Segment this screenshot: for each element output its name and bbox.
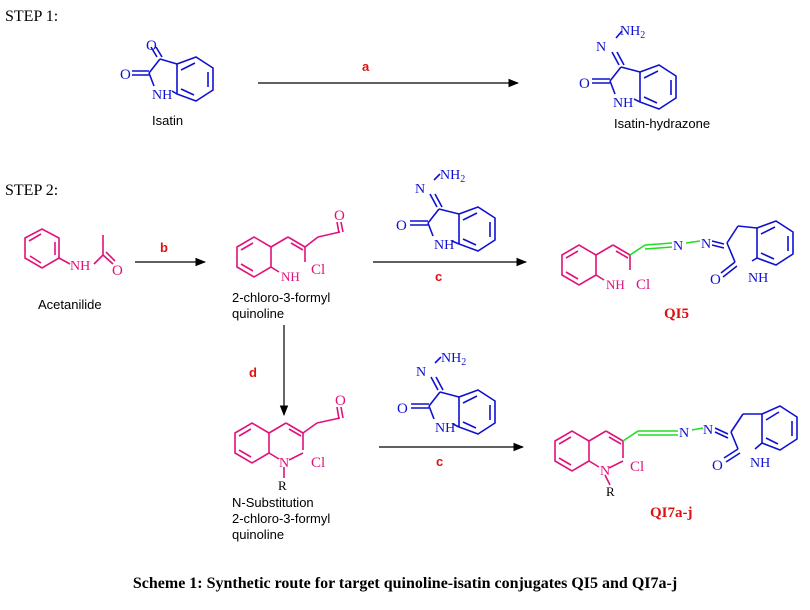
qi7-nh-label: NH xyxy=(750,456,770,471)
qi7-n2-label: N xyxy=(703,423,713,438)
nsub-name-line2: 2-chloro-3-formyl xyxy=(232,511,330,526)
acetanilide-name: Acetanilide xyxy=(38,297,102,312)
isatin-oxo-label: O xyxy=(146,38,157,54)
qi5-linker xyxy=(629,240,701,256)
scheme-caption: Scheme 1: Synthetic route for target qui… xyxy=(132,575,678,592)
acetanilide-nh-label: NH xyxy=(70,259,90,274)
reagent-a-label: a xyxy=(362,59,370,74)
formyl-o-label: O xyxy=(334,208,345,224)
hydrazone-n-label: N xyxy=(596,40,606,55)
reagent-top-nh-label: NH xyxy=(434,238,454,253)
reaction-scheme: STEP 1: STEP 2: O O NH Isatin a N xyxy=(5,8,798,542)
step1-label: STEP 1: xyxy=(5,8,58,25)
qi7-label: QI7a-j xyxy=(650,505,693,521)
nsub-r-label: R xyxy=(278,478,287,493)
isatin-name: Isatin xyxy=(152,113,183,128)
qi5-o-label: O xyxy=(710,272,721,288)
qi7-n-label: N xyxy=(600,464,610,479)
step2-label: STEP 2: xyxy=(5,182,58,199)
reagent-top-n-label: N xyxy=(415,182,425,197)
hydrazone-reagent-top xyxy=(410,173,496,252)
reagent-bottom-o-label: O xyxy=(397,401,408,417)
acetanilide-structure xyxy=(24,228,116,269)
formyl-quinoline-structure xyxy=(236,221,344,278)
reagent-d-label: d xyxy=(249,365,257,380)
qi5-isatin-part xyxy=(711,220,794,278)
isatin-carbonyl-label: O xyxy=(120,67,131,83)
reagent-bottom-nh2-label: NH2 xyxy=(441,351,466,368)
quinoline-nh-label: NH xyxy=(281,269,300,284)
nsub-n-label: N xyxy=(279,456,289,471)
isatin-nh-label: NH xyxy=(152,88,172,103)
hydrazone-nh-label: NH xyxy=(613,96,633,111)
formyl-quinoline-name-line1: 2-chloro-3-formyl xyxy=(232,290,330,305)
reagent-top-nh2-label: NH2 xyxy=(440,168,465,185)
hydrazone-carbonyl-label: O xyxy=(579,76,590,92)
qi5-nh-label: NH xyxy=(606,277,625,292)
nsub-name-line1: N-Substitution xyxy=(232,495,314,510)
isatin-hydrazone-name: Isatin-hydrazone xyxy=(614,116,710,131)
qi5-n1-label: N xyxy=(673,239,683,254)
quinoline-cl-label: Cl xyxy=(311,262,325,278)
nsub-o-label: O xyxy=(335,393,346,409)
qi5-nh2-label: NH xyxy=(748,271,768,286)
hydrazone-nh2-label: NH2 xyxy=(620,24,645,41)
qi7-cl-label: Cl xyxy=(630,459,644,475)
nsub-name-line3: quinoline xyxy=(232,527,284,542)
qi7-linker xyxy=(622,427,704,442)
reagent-bottom-n-label: N xyxy=(416,365,426,380)
formyl-quinoline-name-line2: quinoline xyxy=(232,306,284,321)
acetanilide-o-label: O xyxy=(112,263,123,279)
reagent-c-bottom-label: c xyxy=(436,454,443,469)
hydrazone-reagent-bottom xyxy=(411,356,496,435)
qi7-r-label: R xyxy=(606,484,615,499)
nsub-cl-label: Cl xyxy=(311,455,325,471)
qi5-n2-label: N xyxy=(701,237,711,252)
qi5-quinoline-part xyxy=(561,244,631,286)
qi5-label: QI5 xyxy=(664,306,689,322)
isatin-structure xyxy=(132,46,214,102)
qi5-cl-label: Cl xyxy=(636,277,650,293)
reagent-b-label: b xyxy=(160,240,168,255)
qi7-isatin-part xyxy=(714,405,798,463)
qi7-quinoline-part xyxy=(554,430,624,486)
reagent-top-o-label: O xyxy=(396,218,407,234)
isatin-hydrazone-structure xyxy=(592,30,677,110)
qi7-o-label: O xyxy=(712,458,723,474)
n-substituted-quinoline-structure xyxy=(234,406,344,478)
qi7-n1-label: N xyxy=(679,426,689,441)
reagent-c-top-label: c xyxy=(435,269,442,284)
reagent-bottom-nh-label: NH xyxy=(435,421,455,436)
